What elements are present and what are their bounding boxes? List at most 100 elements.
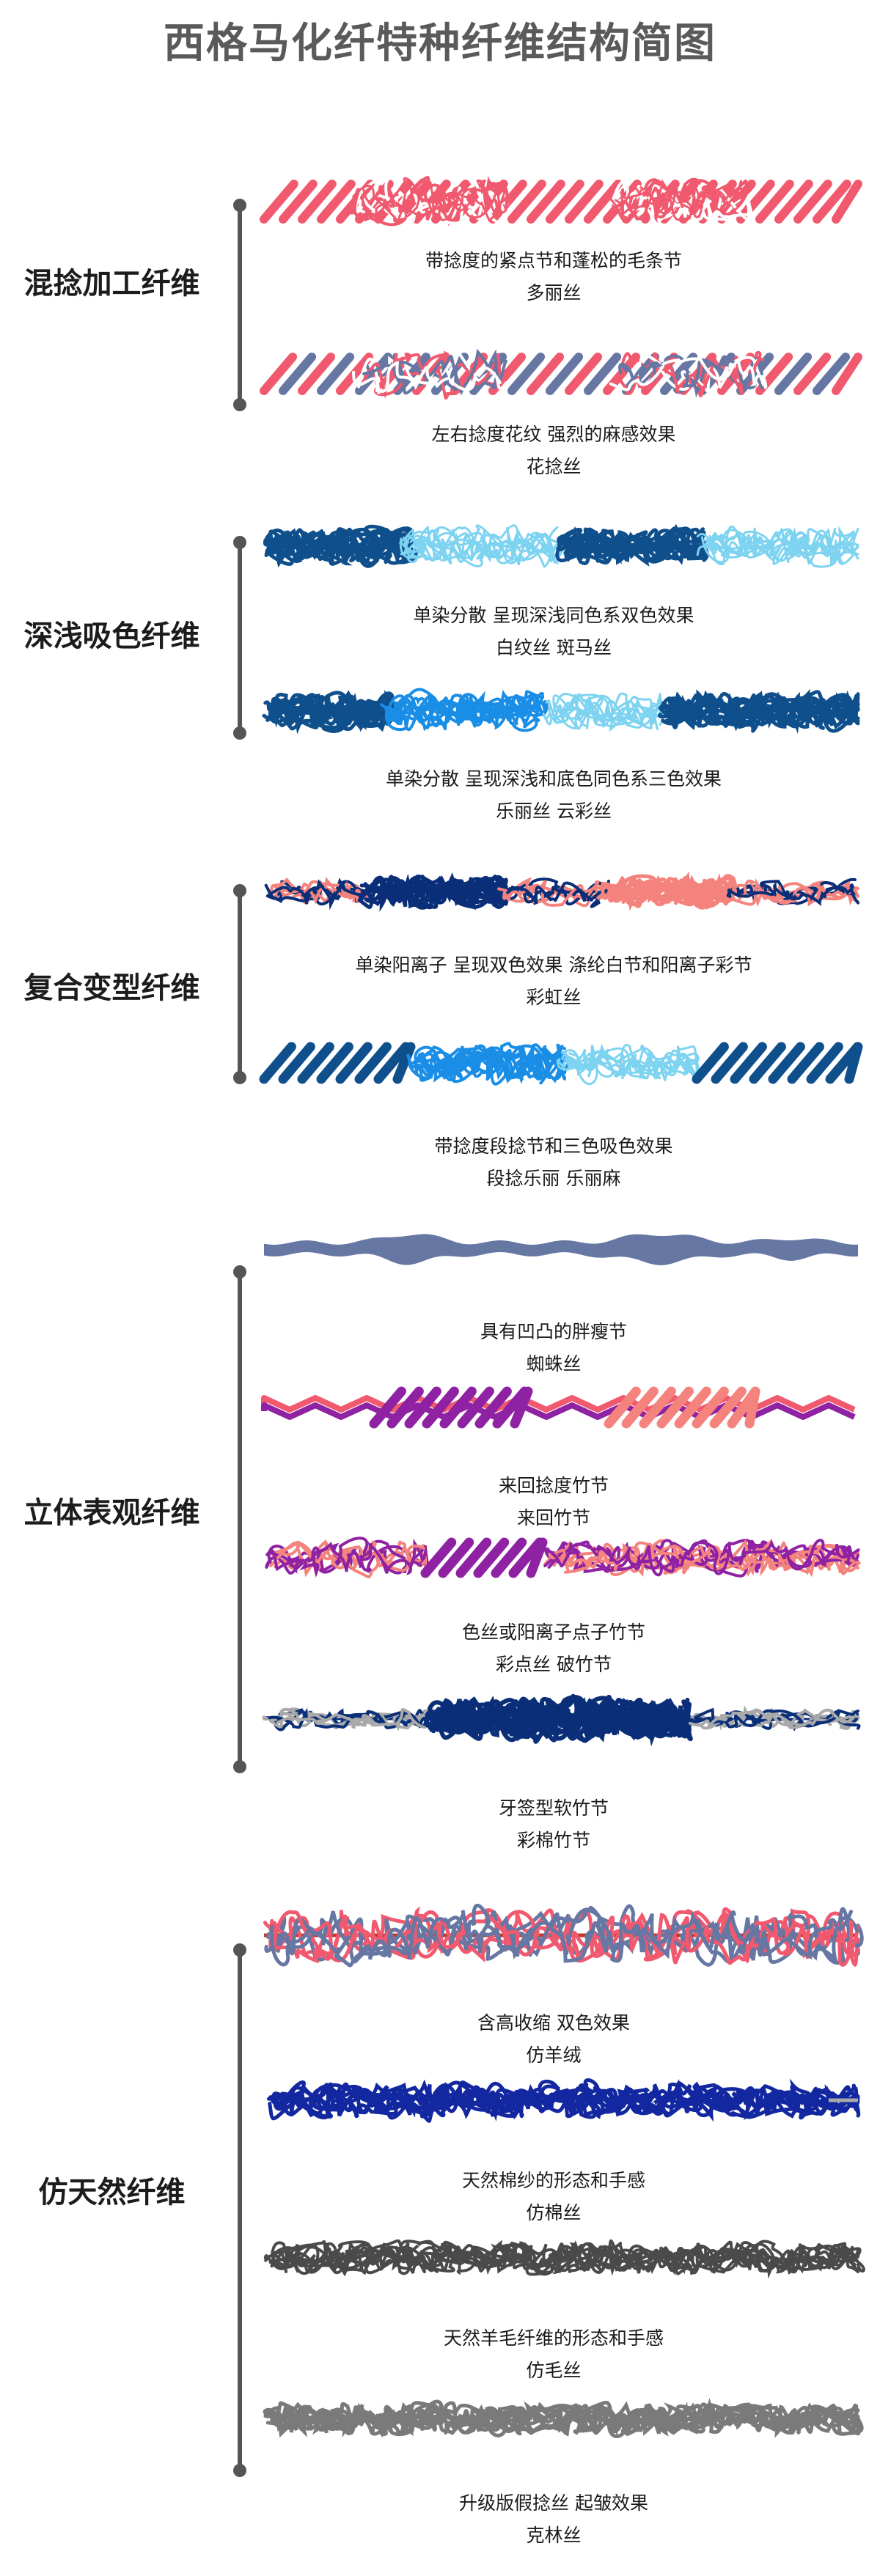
fiber-loop bbox=[266, 879, 367, 910]
category-bracket bbox=[233, 884, 246, 1084]
bracket-dot bbox=[233, 1265, 246, 1278]
twist-strand bbox=[392, 1042, 416, 1084]
twist-strand bbox=[604, 1386, 641, 1429]
page-title: 西格马化纤特种纤维结构简图 bbox=[164, 20, 716, 67]
fiber-loop bbox=[658, 693, 859, 729]
fiber-loop bbox=[274, 693, 398, 732]
twist-strand bbox=[457, 1386, 494, 1429]
twist-strand bbox=[709, 1386, 747, 1429]
fiber-illustration-back-forth-slub bbox=[261, 1386, 856, 1429]
twist-strand bbox=[621, 1386, 659, 1429]
fiber-loop bbox=[688, 1708, 854, 1730]
twist-strand bbox=[298, 353, 336, 395]
fiber-loop bbox=[271, 2240, 854, 2274]
twist-strand bbox=[508, 1537, 545, 1578]
fiber-loop bbox=[352, 182, 507, 218]
fiber-loop bbox=[736, 880, 859, 903]
bracket-dot bbox=[233, 2464, 246, 2477]
fiber-illustration-colored-cotton bbox=[262, 1693, 861, 1747]
fiber-illustration-doris bbox=[260, 175, 862, 227]
fiber-loop bbox=[270, 698, 405, 726]
category-label-blended-twist: 混捻加工纤维 bbox=[23, 267, 200, 301]
fiber-loop bbox=[273, 877, 368, 905]
fiber-band bbox=[264, 1234, 858, 1265]
fiber-loop bbox=[269, 1904, 853, 1968]
fiber-illustration-imitation-cashmere bbox=[263, 1904, 864, 1968]
fiber-name: 多丽丝 bbox=[526, 282, 582, 303]
fiber-description: 牙签型软竹节 bbox=[498, 1797, 609, 1819]
fiber-loop bbox=[507, 881, 609, 905]
fiber-loop bbox=[393, 693, 546, 732]
twist-strand bbox=[369, 1386, 406, 1429]
fiber-loop bbox=[274, 2239, 859, 2275]
twist-strand bbox=[793, 180, 832, 224]
fiber-description: 色丝或阳离子点子竹节 bbox=[461, 1622, 645, 1643]
fiber-loop bbox=[417, 1043, 566, 1086]
twist-strand bbox=[279, 353, 317, 395]
bracket-dot bbox=[233, 726, 246, 740]
fiber-loop bbox=[263, 1910, 854, 1967]
twist-strand bbox=[507, 353, 546, 395]
fiber-loop bbox=[548, 693, 661, 729]
category-label-composite-textured: 复合变型纤维 bbox=[23, 971, 200, 1005]
twist-strand bbox=[656, 1386, 694, 1429]
twist-strand bbox=[546, 180, 584, 224]
twist-strand bbox=[297, 1042, 334, 1084]
fiber-loop bbox=[563, 523, 704, 556]
twist-strand bbox=[510, 1386, 533, 1429]
twist-strand bbox=[832, 180, 862, 224]
twist-strand bbox=[692, 1386, 729, 1429]
fiber-name: 蜘蛛丝 bbox=[526, 1353, 582, 1375]
fiber-loop bbox=[435, 1697, 686, 1738]
fiber-loop bbox=[731, 878, 859, 906]
twist-strand bbox=[317, 353, 355, 395]
twist-strand bbox=[279, 180, 318, 224]
fiber-name: 仿毛丝 bbox=[526, 2360, 582, 2381]
twist-strand bbox=[755, 180, 794, 224]
category-bracket bbox=[233, 1943, 246, 2477]
fiber-description: 带捻度段捻节和三色吸色效果 bbox=[434, 1136, 673, 1157]
bracket-dot bbox=[233, 1071, 246, 1084]
fiber-loop bbox=[554, 696, 659, 730]
fiber-description: 单染阳离子 呈现双色效果 涤纶白节和阳离子彩节 bbox=[355, 954, 752, 976]
twist-strand bbox=[565, 353, 603, 395]
fiber-loop bbox=[562, 1048, 700, 1079]
fiber-loop bbox=[556, 693, 657, 719]
twist-strand bbox=[354, 1042, 392, 1084]
fiber-loop bbox=[356, 175, 506, 226]
fiber-name: 彩虹丝 bbox=[526, 987, 582, 1008]
twist-strand bbox=[730, 1042, 767, 1084]
fiber-illustration-zebra bbox=[263, 523, 859, 568]
fiber-name: 仿羊绒 bbox=[526, 2045, 582, 2066]
fiber-name: 花捻丝 bbox=[526, 456, 582, 477]
fiber-description: 单染分散 呈现深浅和底色同色系三色效果 bbox=[386, 768, 722, 790]
fiber-illustration-cloud bbox=[262, 688, 860, 735]
twist-strand bbox=[317, 180, 356, 224]
twist-strand bbox=[813, 353, 851, 395]
fiber-name: 彩棉竹节 bbox=[516, 1830, 590, 1851]
fiber-loop bbox=[565, 1053, 698, 1081]
fiber-loop bbox=[268, 2082, 860, 2122]
fiber-loop bbox=[552, 694, 661, 727]
fiber-illustration-imitation-cotton bbox=[267, 2078, 861, 2123]
fiber-loop bbox=[608, 877, 733, 908]
twist-strand bbox=[813, 180, 851, 224]
fiber-illustration-spider bbox=[264, 1234, 858, 1265]
twist-strand bbox=[335, 1042, 373, 1084]
fiber-illustration-imitation-wool bbox=[263, 2239, 865, 2279]
fiber-description: 含高收缩 双色效果 bbox=[477, 2012, 630, 2034]
fiber-loop bbox=[618, 354, 765, 390]
twist-strand bbox=[260, 353, 298, 395]
twist-strand bbox=[404, 1386, 441, 1429]
twist-strand bbox=[373, 1042, 411, 1084]
fiber-loop bbox=[617, 181, 749, 219]
fiber-loop bbox=[622, 354, 768, 397]
fiber-loop bbox=[700, 535, 854, 568]
fiber-loop bbox=[568, 1043, 698, 1081]
fiber-description: 天然棉纱的形态和手感 bbox=[461, 2170, 645, 2191]
twist-strand bbox=[526, 1537, 548, 1578]
fiber-loop bbox=[727, 882, 859, 906]
twist-strand bbox=[546, 353, 584, 395]
twist-strand bbox=[768, 1042, 805, 1084]
twist-strand bbox=[474, 1386, 512, 1429]
